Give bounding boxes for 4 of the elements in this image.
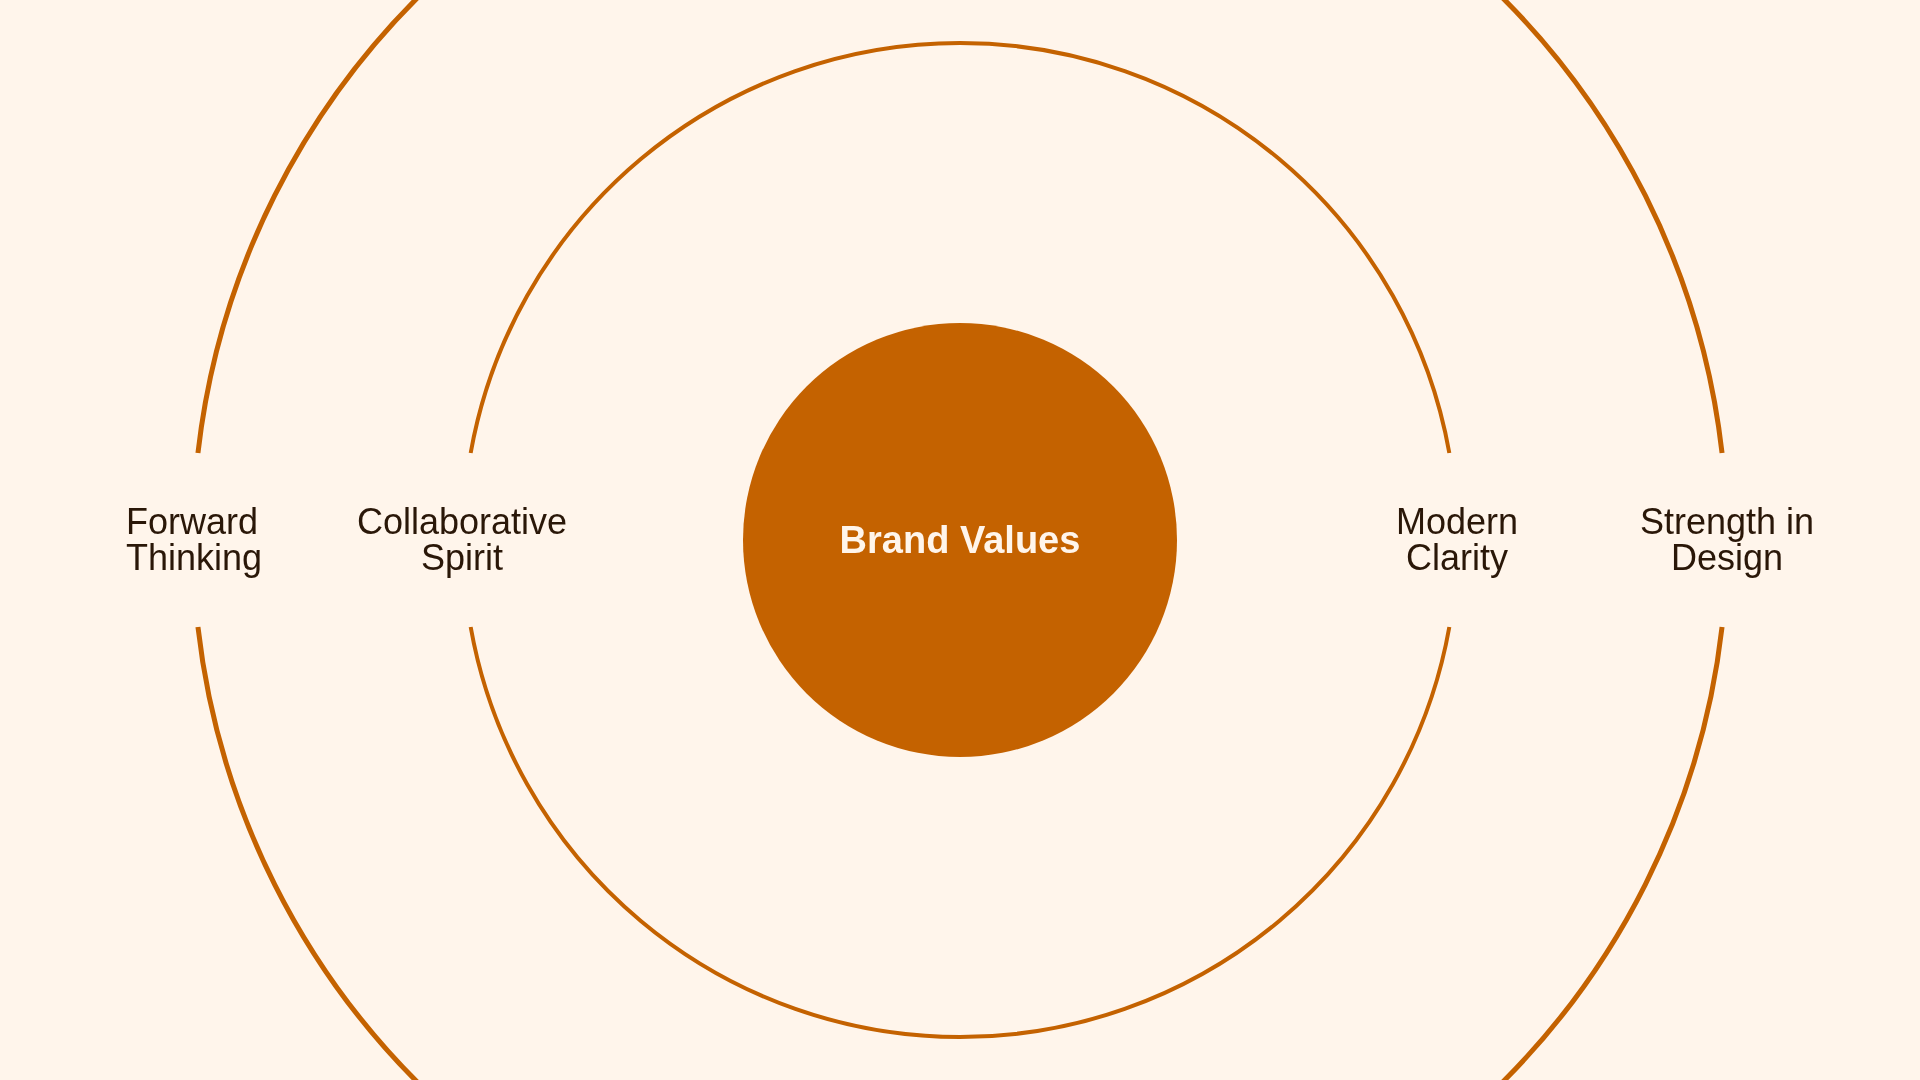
value-label: Collaborative Spirit [355, 504, 569, 576]
value-label: Strength in Design [1638, 504, 1816, 576]
value-label: Modern Clarity [1394, 504, 1520, 576]
center-title: Brand Values [839, 518, 1081, 562]
